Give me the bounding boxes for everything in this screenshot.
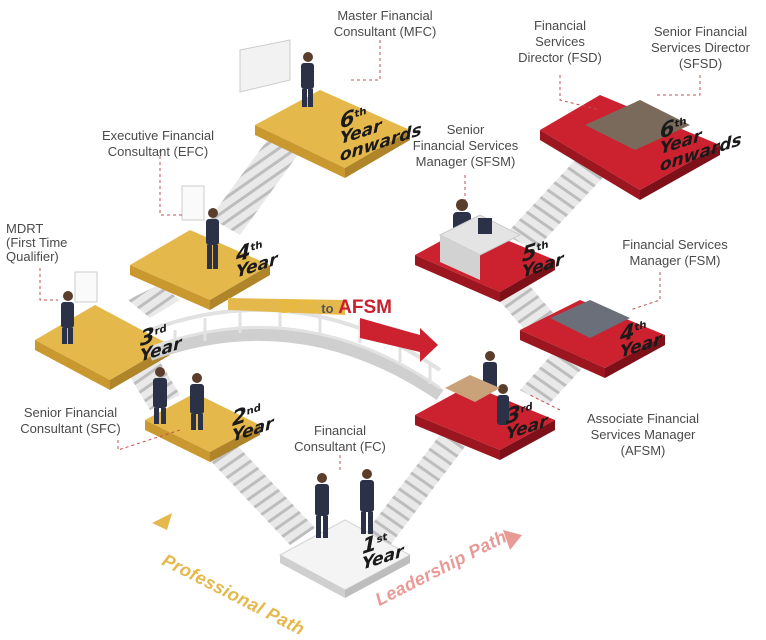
- bridge-arrow-head: [360, 318, 438, 362]
- label-mdrt-line2: (First Time: [6, 235, 68, 250]
- year-3rd-prof-sup: rd: [154, 323, 167, 338]
- line-fsd: [559, 75, 601, 111]
- label-fc: Financial Consultant (FC): [275, 423, 405, 455]
- label-sfc-line2: Consultant (SFC): [20, 421, 121, 436]
- fc-person-2: [360, 469, 374, 534]
- mdrt-chart-board: [74, 271, 98, 303]
- bridge-sfc-to-afsm: [147, 298, 444, 400]
- label-efc-line1: Executive Financial: [102, 128, 214, 143]
- label-afsm-line3: (AFSM): [620, 443, 666, 458]
- label-mfc-line2: Consultant (MFC): [333, 24, 437, 39]
- line-fsm: [629, 272, 661, 311]
- label-afsm-line1: Associate Financial: [587, 411, 699, 426]
- bridge-arrow: [228, 298, 345, 315]
- label-fsm: Financial Services Manager (FSM): [605, 237, 745, 269]
- sfc-person-1: [153, 367, 167, 424]
- afsm-person: [483, 351, 509, 425]
- label-afsm-line2: Services Manager: [590, 427, 696, 442]
- label-fsd-line1: Financial: [533, 18, 587, 33]
- fc-person-1: [315, 473, 329, 538]
- label-mfc-line1: Master Financial: [337, 8, 433, 23]
- year-6th-lead-sup: th: [674, 115, 687, 131]
- label-mdrt-line1: MDRT: [6, 221, 44, 236]
- label-fsd-line2: Services: [535, 34, 585, 49]
- platform-6th-year-prof: [255, 90, 410, 178]
- efc-presenter: [206, 208, 219, 269]
- stair-fc-to-3rd-lead: [360, 428, 470, 552]
- label-fsm-line1: Financial Services: [622, 237, 728, 252]
- stair-5th-to-6th-lead: [505, 155, 610, 250]
- label-sfc: Senior Financial Consultant (SFC): [8, 405, 133, 437]
- sfsm-monitor: [478, 218, 492, 234]
- label-sfsm-line1: Senior: [446, 122, 485, 137]
- afsm-table: [445, 375, 500, 402]
- platform-4th-year-prof: [130, 230, 270, 310]
- furniture: [74, 39, 690, 402]
- bridge-label-connector: to: [321, 301, 334, 316]
- platform-1st-year: [278, 519, 412, 598]
- year-3rd-lead-sup: rd: [520, 401, 533, 416]
- year-4th-lead-sup: th: [634, 319, 647, 334]
- label-sfsd-line2: Services Director: [651, 40, 750, 55]
- label-sfsm-line3: Manager (SFSM): [415, 154, 516, 169]
- label-fsd: Financial Services Director (FSD): [505, 18, 615, 66]
- sfc-person-2: [190, 373, 204, 430]
- year-2nd-sup: nd: [246, 402, 261, 418]
- mfc-presenter: [301, 52, 314, 107]
- year-6th-prof-sup: th: [354, 105, 367, 121]
- platform-3rd-year-lead: [415, 385, 555, 460]
- label-fsm-line2: Manager (FSM): [629, 253, 721, 268]
- year-1st-sup: st: [376, 531, 388, 546]
- label-sfsm-line2: Financial Services: [412, 138, 519, 153]
- leadership-arrow: [503, 530, 522, 550]
- platforms: [35, 90, 720, 598]
- label-sfsd: Senior Financial Services Director (SFSD…: [638, 24, 763, 72]
- efc-chart-board: [181, 185, 205, 221]
- label-sfsm: Senior Financial Services Manager (SFSM): [398, 122, 533, 170]
- label-mdrt-line3: Qualifier): [6, 249, 59, 264]
- label-efc-line2: Consultant (EFC): [107, 144, 209, 159]
- label-mdrt: MDRT (First Time Qualifier): [6, 222, 86, 264]
- bridge-label: SFC to AFSM: [278, 297, 392, 319]
- label-afsm: Associate Financial Services Manager (AF…: [568, 411, 718, 459]
- fsd-table: [585, 100, 690, 150]
- label-efc: Executive Financial Consultant (EFC): [88, 128, 228, 160]
- people: [61, 52, 509, 538]
- sfsm-desk-front: [440, 235, 480, 280]
- professional-arrow: [152, 513, 172, 530]
- line-mfc: [350, 40, 381, 81]
- label-sfc-line1: Senior Financial: [23, 405, 118, 420]
- label-fc-line2: Consultant (FC): [294, 439, 386, 454]
- line-mdrt: [39, 268, 58, 301]
- callout-lines: [39, 40, 701, 470]
- fsm-table: [550, 300, 630, 338]
- stair-3rd-to-4th-prof: [128, 284, 180, 318]
- bridge-label-to: AFSM: [338, 297, 392, 318]
- mdrt-presenter: [61, 291, 74, 344]
- year-5th-lead-sup: th: [536, 239, 549, 254]
- mfc-screen: [239, 39, 291, 93]
- stair-fc-to-2nd: [205, 440, 315, 545]
- line-sfsd: [655, 75, 701, 96]
- label-fc-line1: Financial: [313, 423, 367, 438]
- label-fsd-line3: Director (FSD): [518, 50, 602, 65]
- year-4th-prof-sup: th: [250, 239, 263, 254]
- label-sfsd-line1: Senior Financial: [653, 24, 748, 39]
- label-sfsd-line3: (SFSD): [678, 56, 723, 71]
- line-efc: [159, 150, 182, 216]
- label-mfc: Master Financial Consultant (MFC): [320, 8, 450, 40]
- bridge-label-from: SFC: [278, 297, 316, 318]
